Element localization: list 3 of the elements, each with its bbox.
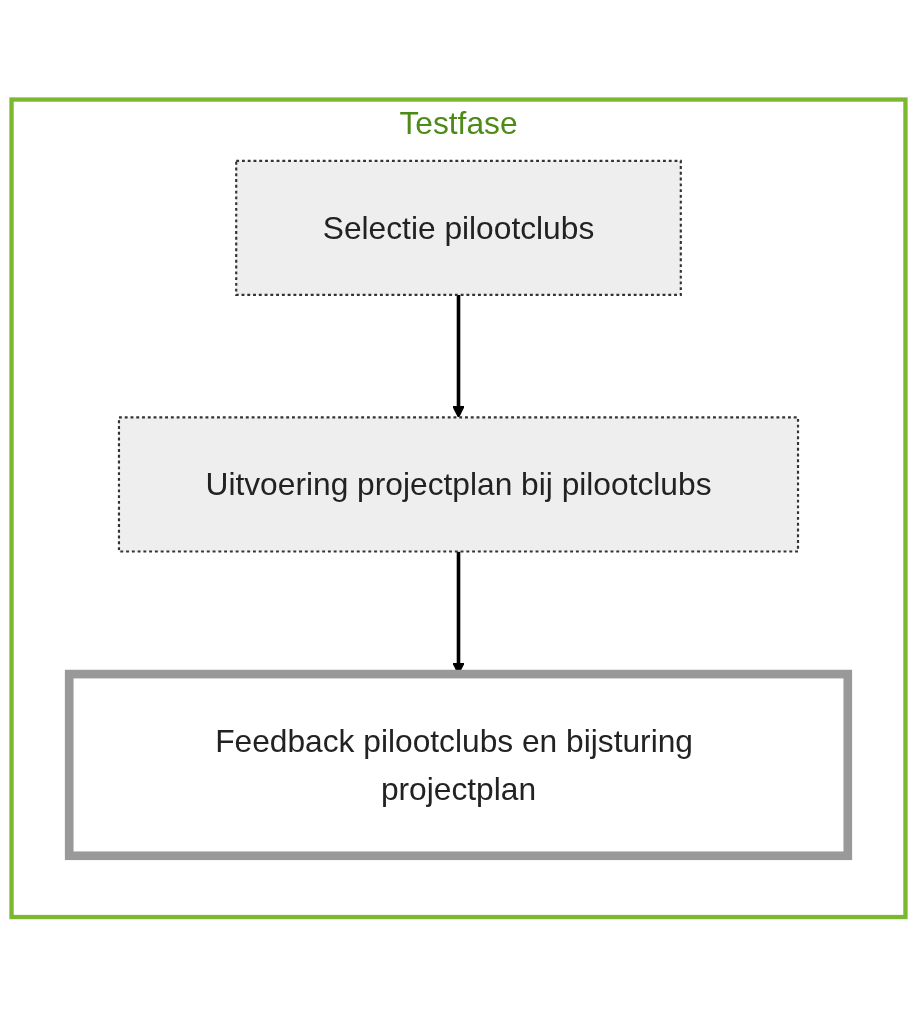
node-box: Uitvoering projectplan bij pilootclubs: [117, 416, 800, 553]
node-box: Selectie pilootclubs: [235, 159, 682, 297]
node-box: Feedback pilootclubs en bijsturing projectplan: [64, 669, 853, 861]
